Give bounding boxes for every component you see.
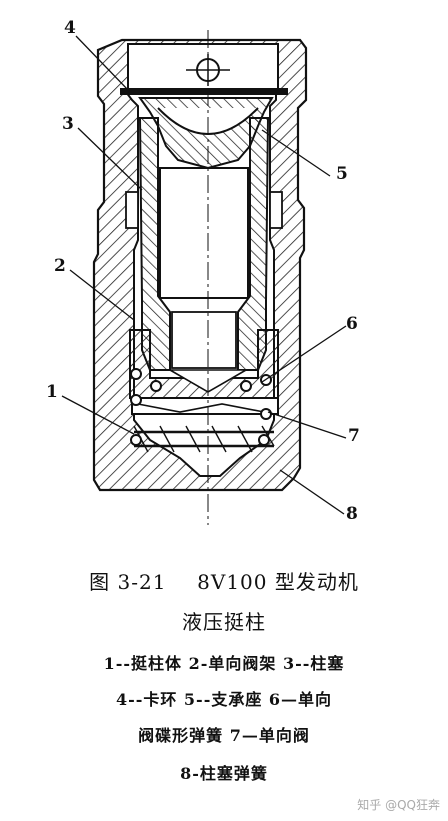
leader-lines [61,35,347,515]
plunger [138,117,270,371]
legend-line-4: 8-柱塞弹簧 [180,764,268,783]
callout-6: 6 [346,314,358,334]
figure-number: 图 3-21 [89,570,167,594]
legend-line-3: 阀碟形弹簧 7—单向阀 [138,726,310,745]
callout-4: 4 [64,18,76,38]
figure-title-main: 8V100 型发动机 [197,570,359,594]
top-cap [127,43,279,91]
callout-7: 7 [348,426,360,446]
watermark: 知乎 @QQ狂奔 [357,798,440,812]
hydraulic-tappet-diagram [61,30,347,525]
callout-5: 5 [336,164,348,184]
callout-1: 1 [46,382,58,402]
legend-line-2: 4--卡环 5--支承座 6—单向 [115,690,333,709]
callout-8: 8 [346,504,358,524]
snap-ring [120,88,288,95]
callout-3: 3 [62,114,74,134]
legend-line-1: 1--挺柱体 2-单向阀架 3--柱塞 [103,654,345,673]
callout-2: 2 [54,256,66,276]
check-valve [131,397,279,415]
figure-title: 图 3-21 8V100 型发动机 [0,566,448,595]
figure-subtitle: 液压挺柱 [182,610,266,634]
oil-holes [125,191,283,229]
